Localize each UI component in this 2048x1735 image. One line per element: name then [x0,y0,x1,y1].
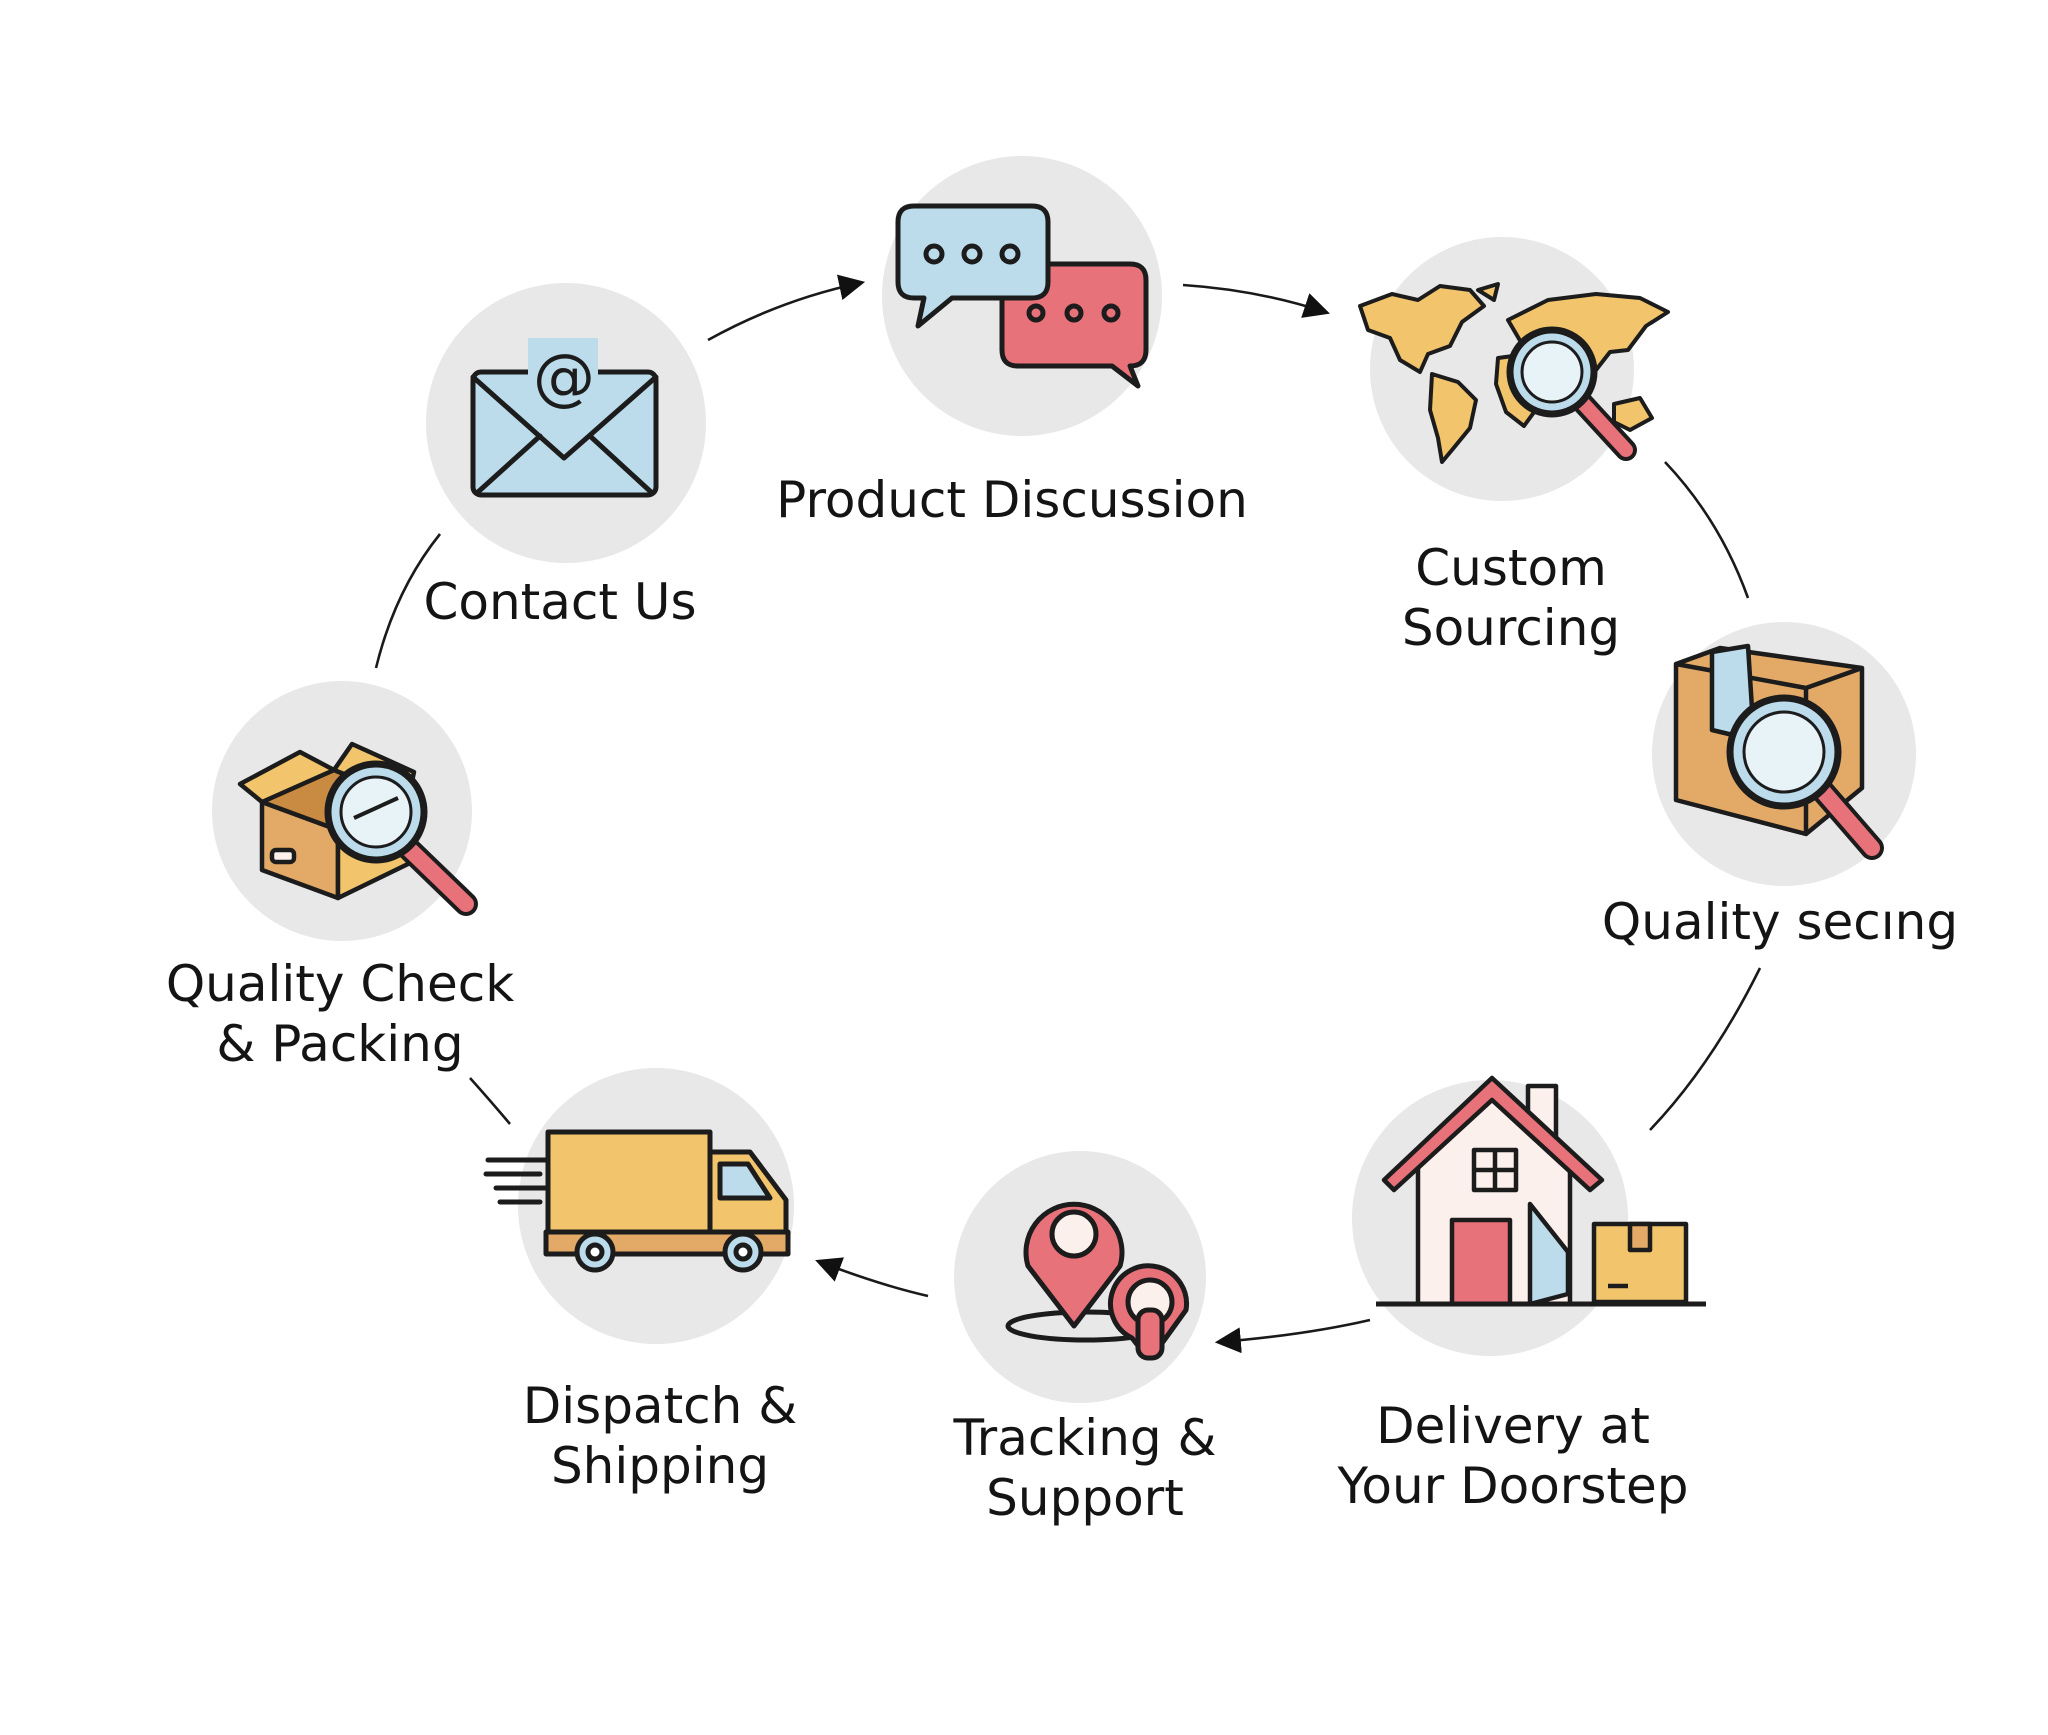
label-delivery: Delivery at Your Doorstep [1337,1397,1689,1515]
line-dispatch-to-qc [469,1077,511,1125]
arrow-tracking-to-dispatch [815,1257,929,1298]
label-discussion: Product Discussion [776,471,1248,529]
open-box-magnifier-icon [237,741,478,916]
label-sourcing: Custom Sourcing [1401,539,1621,657]
arrow-delivery-to-tracking [1214,1318,1371,1354]
label-tracking: Tracking & Support [953,1409,1217,1527]
arrow-contact-to-discussion [707,274,866,342]
world-map-magnifier-icon [1358,282,1670,464]
label-qc: Quality Check & Packing [165,955,515,1073]
arrow-discussion-to-sourcing [1182,283,1330,318]
box-magnifier-icon [1673,643,1884,860]
label-quality: Quality secıng [1601,893,1959,951]
house-package-icon [1376,1075,1706,1307]
line-sourcing-to-quality [1664,461,1750,599]
svg-text:@: @ [533,340,595,413]
label-contact: Contact Us [423,573,697,631]
label-dispatch: Dispatch & Shipping [522,1377,798,1495]
line-quality-to-delivery [1649,967,1762,1131]
delivery-truck-icon [483,1129,791,1273]
connectors [374,274,1762,1354]
location-pin-icon [1005,1201,1189,1361]
line-qc-to-contact [374,533,442,669]
chat-bubbles-icon [895,203,1149,389]
envelope-at-icon: @ [470,338,659,498]
